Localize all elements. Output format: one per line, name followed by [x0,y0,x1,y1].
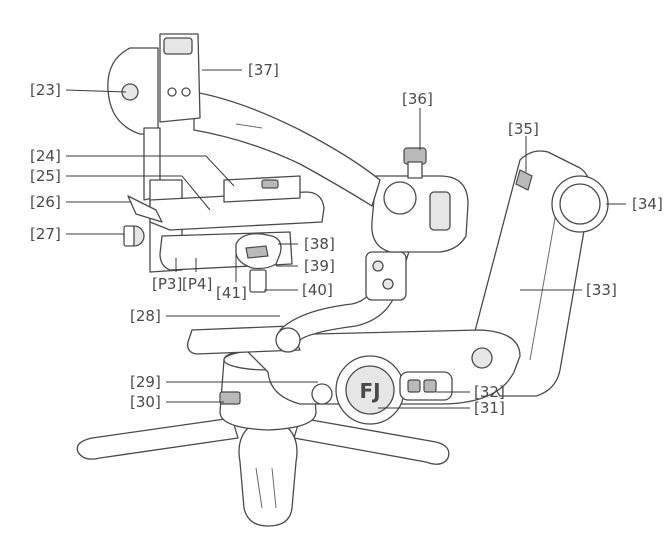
roll-arm [279,235,413,341]
label-26: [26] [30,193,61,211]
side-button [311,383,333,405]
leader-24 [66,155,235,187]
label-39: [39] [304,257,335,275]
leader-25 [66,175,211,211]
callout-labels: [23] [37] [36] [35] [34] [33] [24] [25] … [30,61,663,417]
label-23: [23] [30,81,61,99]
label-30: [30] [130,393,161,411]
label-31: [31] [474,399,505,417]
motor-mount [159,33,201,123]
leader-lines [65,69,626,409]
quick-release-plate [149,175,325,231]
lower-plate [159,231,293,293]
label-24: [24] [30,147,61,165]
label-28: [28] [130,307,161,325]
button-panel [399,371,453,401]
label-p4: [P4] [182,275,212,293]
label-27: [27] [30,225,61,243]
label-p3: [P3] [152,275,182,293]
tilt-motor [107,47,159,135]
label-29: [29] [130,373,161,391]
label-25: [25] [30,167,61,185]
leader-23 [65,89,127,93]
label-34: [34] [632,195,663,213]
control-wheel: FJ [335,355,405,425]
label-33: [33] [586,281,617,299]
top-knob [403,147,427,179]
label-38: [38] [304,235,335,253]
dial [551,175,609,233]
label-36: [36] [402,90,433,108]
label-40: [40] [302,281,333,299]
tripod [76,417,450,527]
label-35: [35] [508,120,539,138]
wing-lever [127,195,163,223]
side-knob [471,347,493,369]
label-37: [37] [248,61,279,79]
tilt-arm [193,91,381,207]
label-32: [32] [474,383,505,401]
roll-motor [371,175,469,253]
label-41: [41] [216,284,247,302]
side-lock-knob [123,225,145,247]
gimbal-illustration: FJ [76,33,609,527]
logo-text: FJ [359,379,380,403]
roll-lock-knob [275,327,301,353]
